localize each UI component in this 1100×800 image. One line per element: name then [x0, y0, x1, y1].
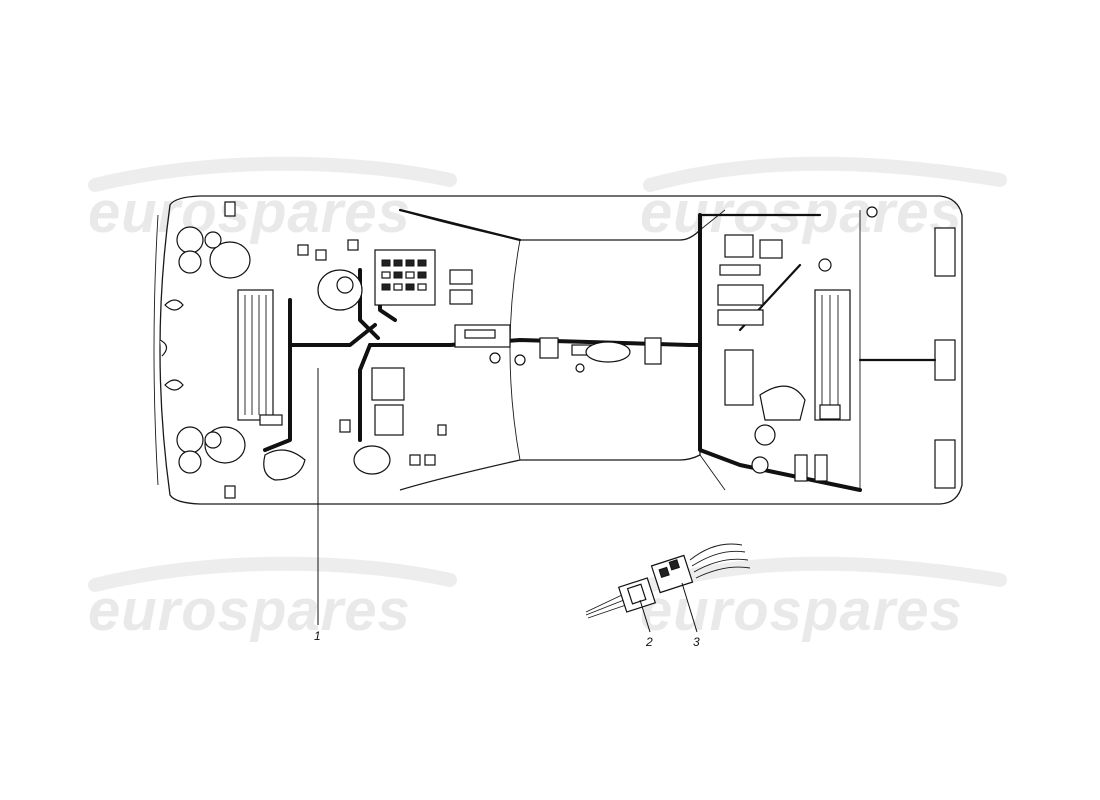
engine-bay-components	[259, 239, 447, 481]
svg-text:eurospares: eurospares	[88, 180, 411, 245]
callout-2: 2	[645, 635, 653, 649]
dashboard-components	[454, 324, 662, 373]
svg-text:eurospares: eurospares	[88, 578, 411, 643]
fuse-box	[317, 249, 473, 311]
svg-text:eurospares: eurospares	[640, 180, 963, 245]
svg-text:eurospares: eurospares	[640, 578, 963, 643]
front-components	[159, 226, 274, 474]
watermark-top: eurospares eurospares	[88, 156, 1007, 245]
rear-components	[717, 206, 878, 482]
watermark-bottom: eurospares eurospares	[88, 556, 1007, 643]
callout-3: 3	[693, 635, 700, 649]
callout-1: 1	[314, 629, 321, 643]
leader-lines	[317, 368, 698, 633]
